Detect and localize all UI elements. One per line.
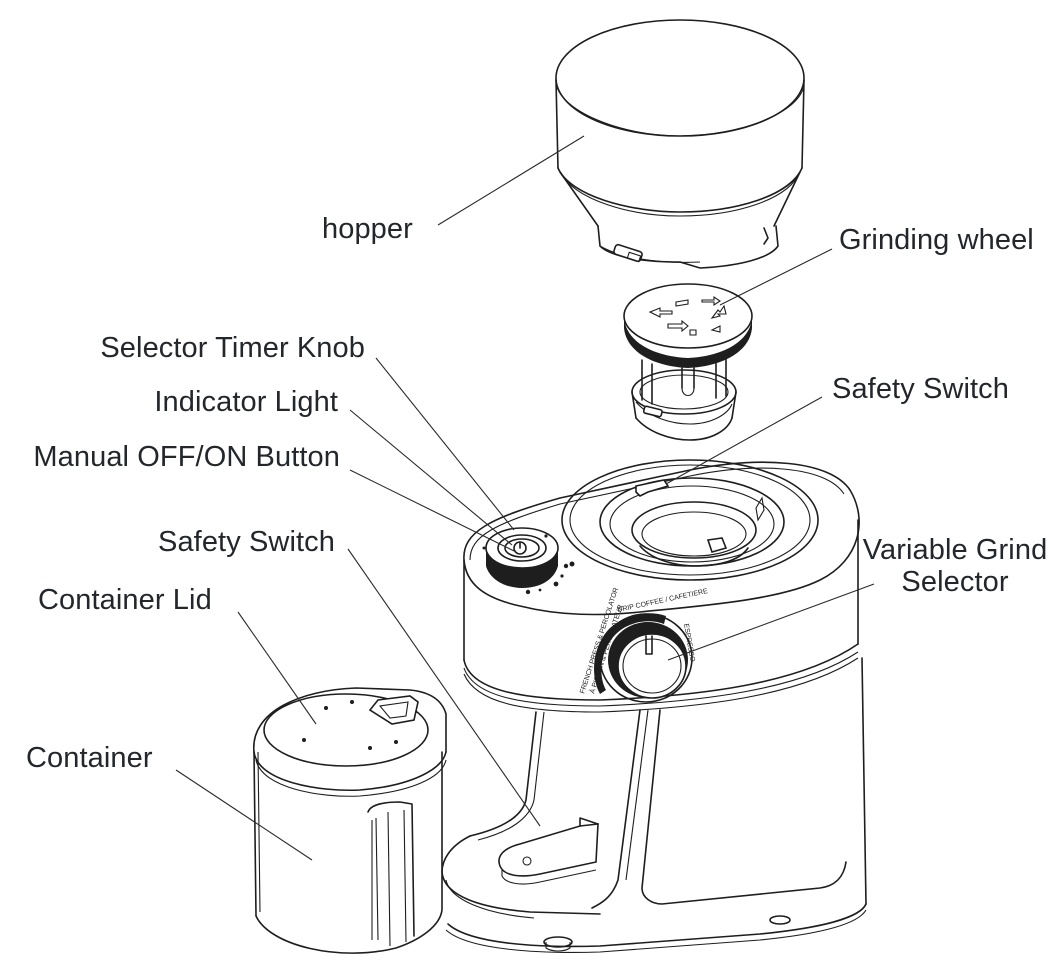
label-grinding-wheel: Grinding wheel [839, 224, 1034, 256]
grind-dial-icon: DRIP COFFEE / CAFETIERE ESPRESSO FRENCH … [579, 587, 709, 703]
label-indicator-light: Indicator Light [154, 386, 338, 418]
grinder-body-icon [441, 459, 867, 954]
leader-container-lid [237, 611, 317, 725]
label-safety-switch-top: Safety Switch [832, 373, 1009, 405]
container-icon [253, 751, 443, 954]
leader-grinding-wheel [719, 248, 833, 306]
label-selector-timer-knob: Selector Timer Knob [100, 332, 365, 364]
leader-safety-switch-top [665, 396, 823, 485]
label-manual-button: Manual OFF/ON Button [33, 441, 340, 473]
timer-knob-icon [482, 527, 575, 595]
leader-container [175, 769, 313, 861]
leader-safety-switch-base [347, 548, 541, 827]
container-lid-icon [253, 687, 447, 797]
label-container-lid: Container Lid [38, 584, 212, 616]
label-hopper: hopper [322, 213, 413, 245]
label-container: Container [26, 742, 153, 774]
label-safety-switch-base: Safety Switch [158, 526, 335, 558]
hopper-icon [555, 19, 805, 269]
grinding-wheel-icon [623, 283, 753, 441]
label-variable-grind-line1: Variable Grind [862, 534, 1048, 566]
leader-variable-grind [667, 583, 875, 661]
leader-selector-timer-knob [375, 357, 515, 531]
leader-manual-button [349, 469, 515, 552]
label-variable-grind-line2: Selector [901, 566, 1009, 598]
label-variable-grind-selector: Variable Grind Selector [848, 534, 1062, 598]
leader-lines [175, 135, 875, 861]
leader-indicator-light [349, 409, 513, 546]
leader-hopper [437, 135, 585, 226]
